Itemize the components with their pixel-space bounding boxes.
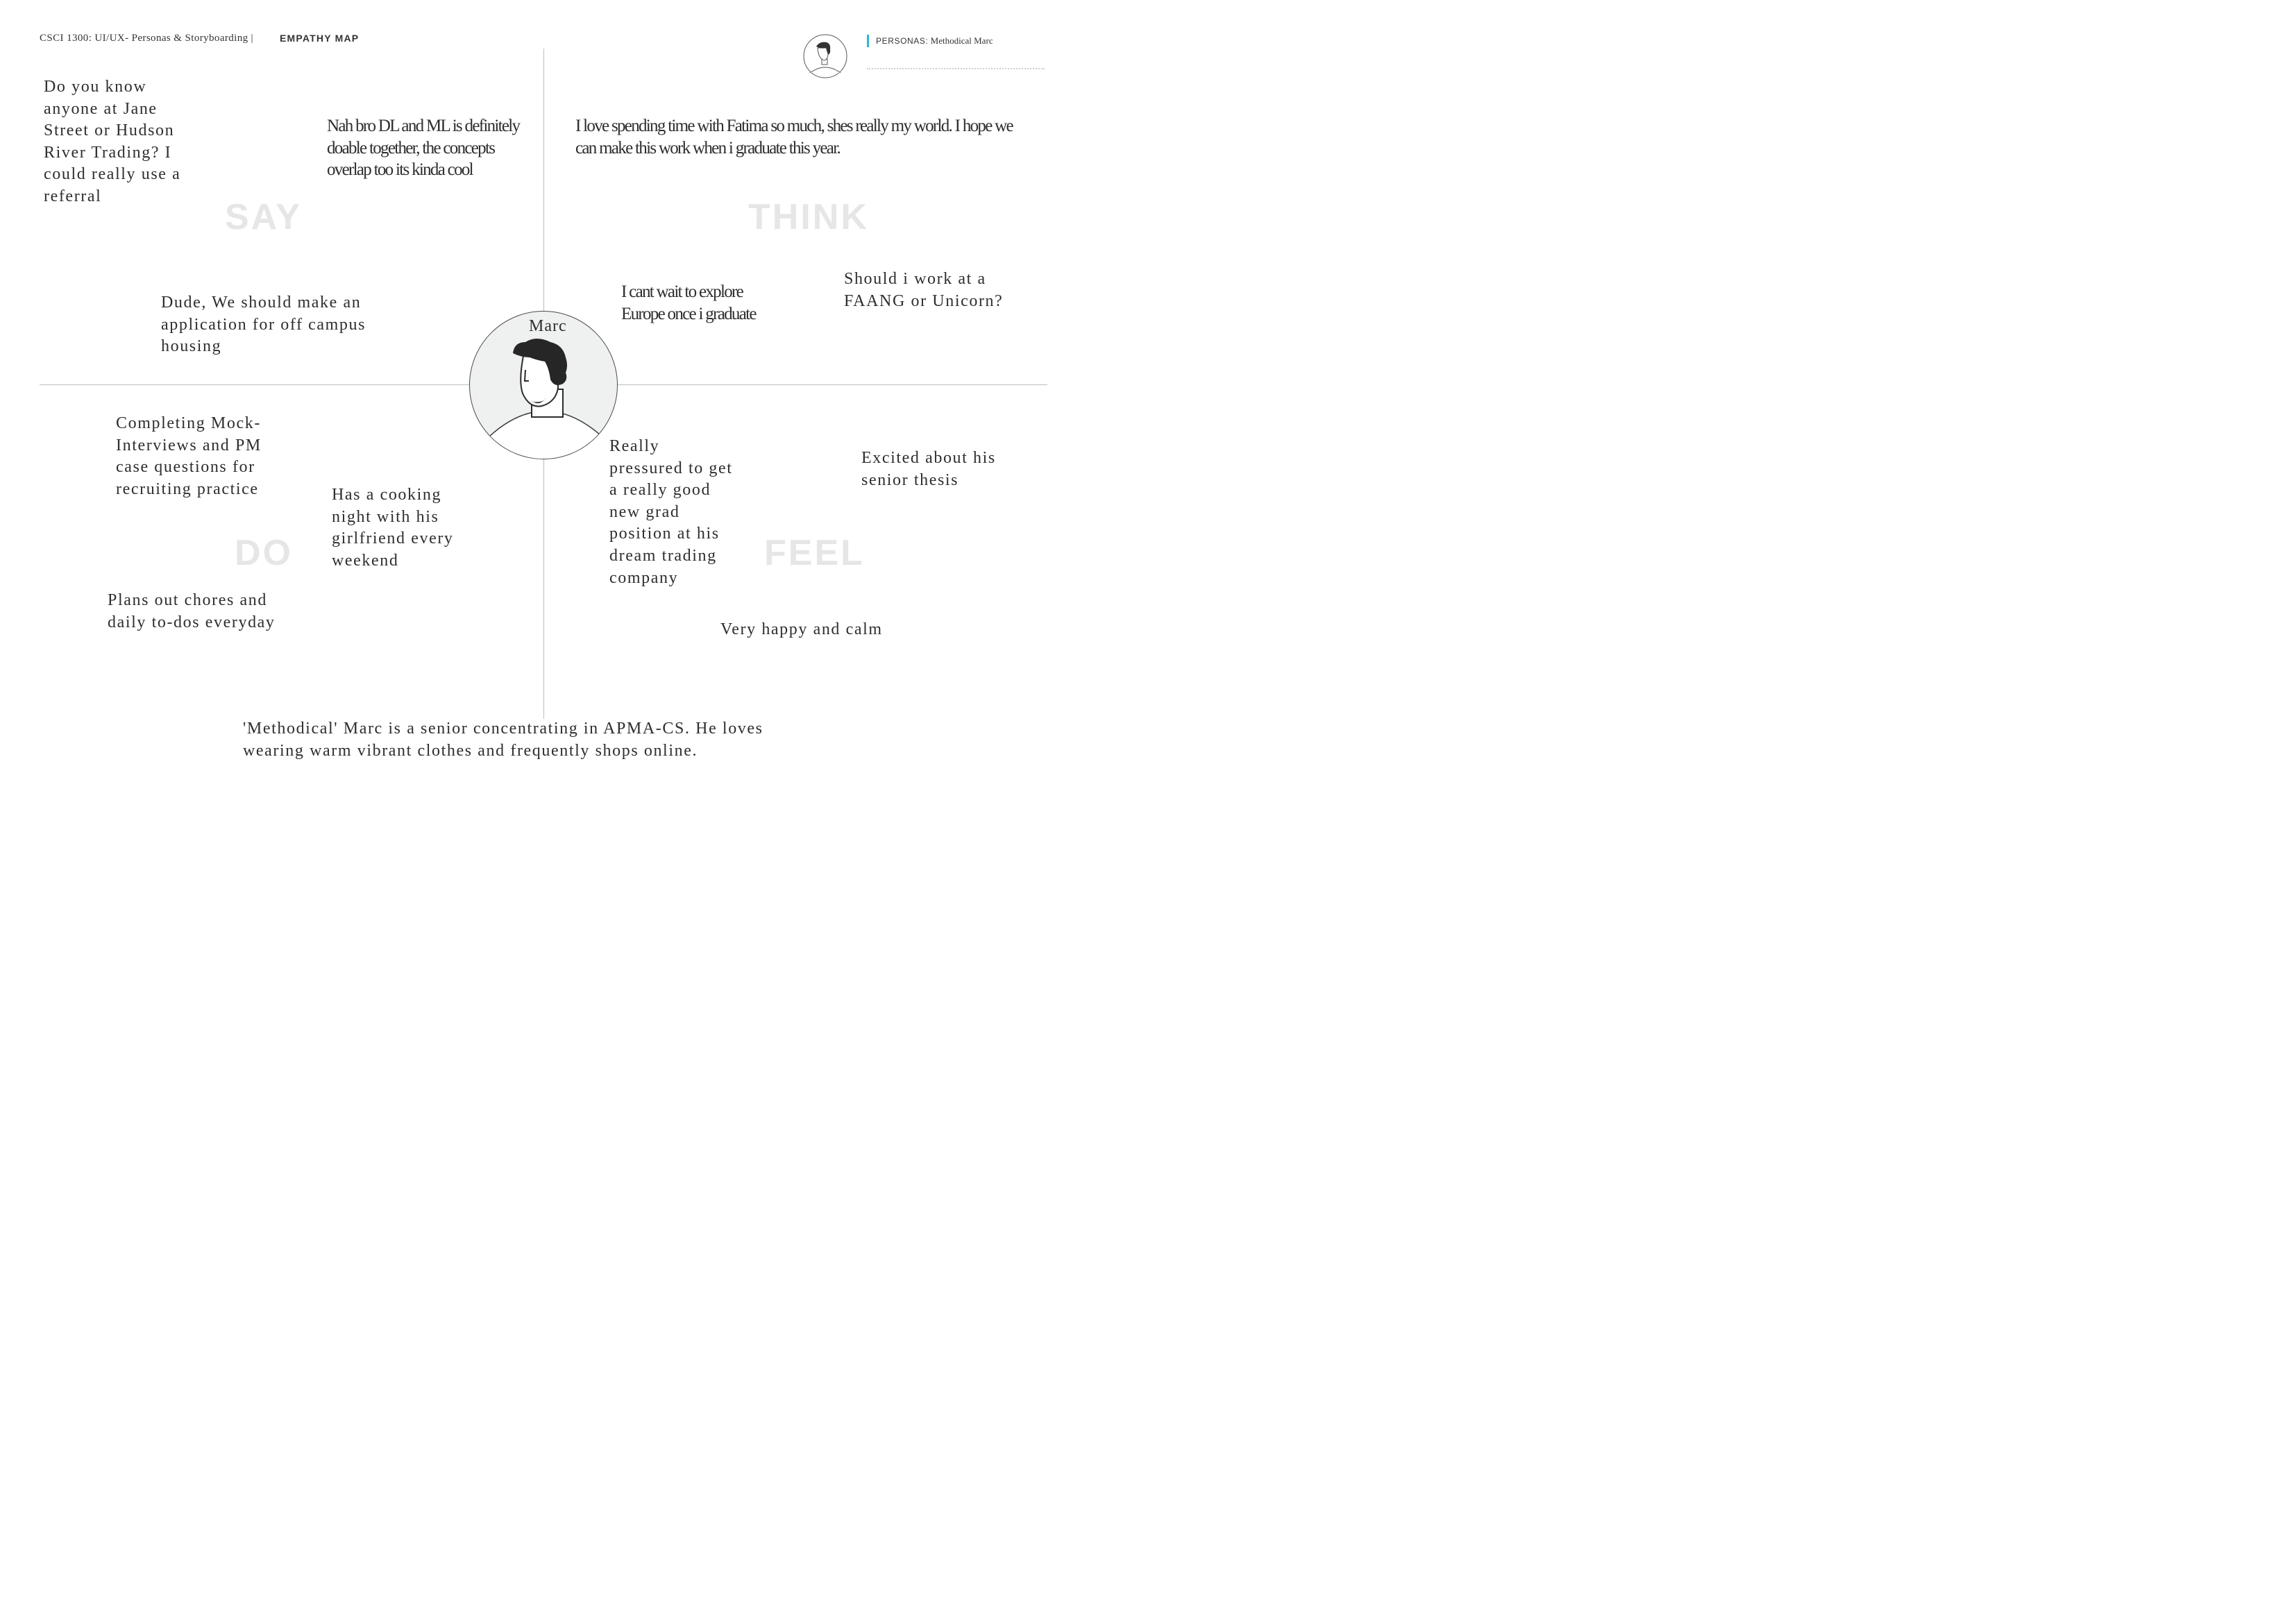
persona-summary: 'Methodical' Marc is a senior concentrat…	[243, 720, 763, 760]
do-note-cooking-night: Has a cooking night with his girlfriend …	[332, 486, 454, 570]
do-note-chores: Plans out chores and daily to-dos everyd…	[108, 591, 276, 631]
think-note-europe: I cant wait to explore Europe once i gra…	[621, 282, 757, 323]
persona-accent-bar	[867, 35, 869, 47]
feel-note-pressured: Really pressured to get a really good ne…	[609, 437, 733, 587]
center-persona-circle	[469, 311, 618, 459]
persona-key: PERSONAS:	[876, 36, 929, 46]
do-note-mock-interviews: Completing Mock-Interviews and PM case q…	[116, 414, 262, 498]
think-note-fatima: I love spending time with Fatima so much…	[575, 117, 1014, 158]
persona-illustration	[470, 339, 617, 459]
say-note-housing-app: Dude, We should make an application for …	[161, 294, 366, 356]
course-title-text: CSCI 1300: UI/UX- Personas & Storyboardi…	[40, 33, 248, 44]
persona-name: Methodical Marc	[930, 35, 993, 46]
persona-dotted-divider	[867, 68, 1045, 69]
persona-avatar	[803, 34, 847, 78]
persona-label: PERSONAS: Methodical Marc	[876, 35, 993, 46]
feel-note-thesis: Excited about his senior thesis	[861, 449, 996, 489]
feel-note-happy: Very happy and calm	[720, 620, 883, 638]
say-note-referral: Do you know anyone at Jane Street or Hud…	[44, 78, 181, 205]
section-title: EMPATHY MAP	[280, 33, 360, 44]
quadrant-label-say: SAY	[225, 197, 303, 237]
header-separator: |	[251, 33, 253, 44]
course-title: CSCI 1300: UI/UX- Personas & Storyboardi…	[40, 33, 258, 44]
center-persona-name: Marc	[529, 317, 567, 335]
quadrant-label-think: THINK	[748, 197, 869, 237]
quadrant-label-feel: FEEL	[764, 533, 865, 573]
think-note-faang: Should i work at a FAANG or Unicorn?	[844, 270, 1004, 310]
say-note-dl-ml: Nah bro DL and ML is definitely doable t…	[327, 117, 521, 180]
quadrant-label-do: DO	[235, 533, 293, 573]
